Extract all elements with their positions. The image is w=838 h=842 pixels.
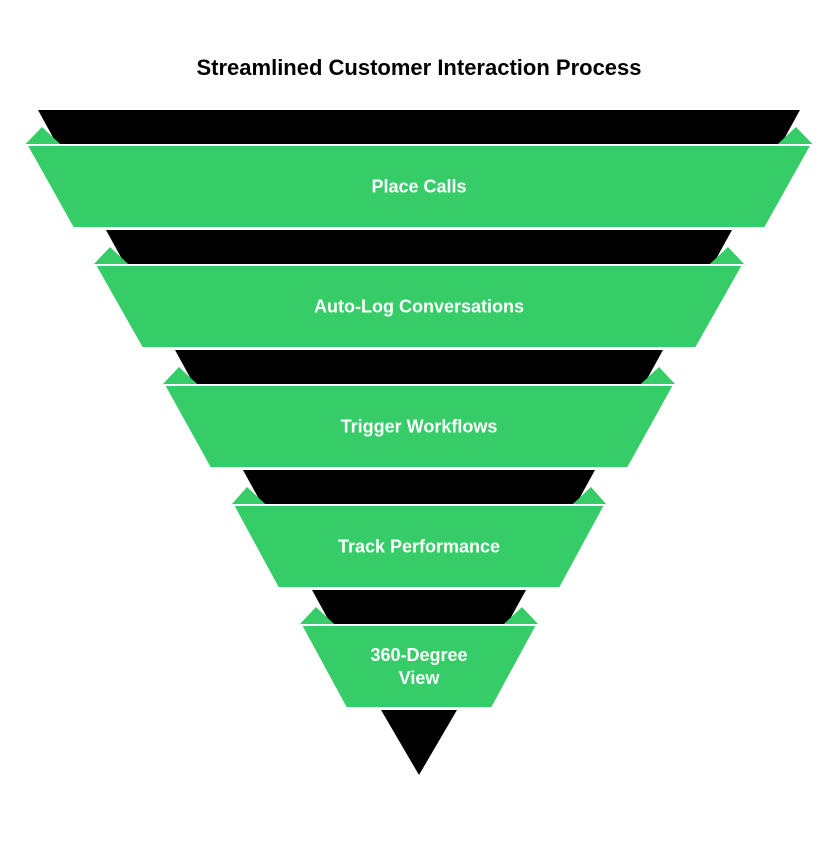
stage-corner-right — [639, 367, 676, 385]
stage-shadow — [243, 470, 595, 505]
stage-band — [299, 624, 539, 709]
stage-label: Track Performance — [338, 537, 500, 557]
stage-corner-left — [93, 247, 130, 265]
funnel-stage: Track Performance — [231, 470, 607, 589]
stage-label: Trigger Workflows — [341, 417, 498, 437]
stage-corner-left — [24, 127, 62, 145]
funnel-stage: Auto-Log Conversations — [93, 230, 745, 349]
stage-corner-right — [776, 127, 814, 145]
stage-band — [24, 144, 814, 229]
stage-corner-left — [299, 607, 336, 625]
stage-shadow — [175, 350, 663, 385]
stage-label: Auto-Log Conversations — [314, 297, 524, 317]
stage-band — [93, 264, 745, 349]
stage-band — [231, 504, 607, 589]
stage-label-line: 360-Degree — [370, 645, 467, 665]
stage-corner-right — [571, 487, 607, 505]
stage-corner-left — [231, 487, 267, 505]
funnel-stage: Place Calls — [24, 110, 814, 229]
stage-label-line: Auto-Log Conversations — [314, 297, 524, 317]
stage-label: Place Calls — [371, 177, 466, 197]
stage-shadow — [106, 230, 732, 265]
stage-corner-right — [502, 607, 539, 625]
stage-label-line: Trigger Workflows — [341, 417, 498, 437]
funnel-stage: Trigger Workflows — [162, 350, 676, 469]
stage-shadow — [312, 590, 526, 625]
funnel-tip — [381, 710, 457, 775]
stage-band — [162, 384, 676, 469]
diagram-title: Streamlined Customer Interaction Process — [196, 55, 641, 80]
stage-corner-right — [708, 247, 745, 265]
stage-shadow — [38, 110, 800, 145]
stage-label-line: View — [399, 668, 441, 688]
stage-corner-left — [162, 367, 199, 385]
stage-label-line: Track Performance — [338, 537, 500, 557]
stage-label-line: Place Calls — [371, 177, 466, 197]
